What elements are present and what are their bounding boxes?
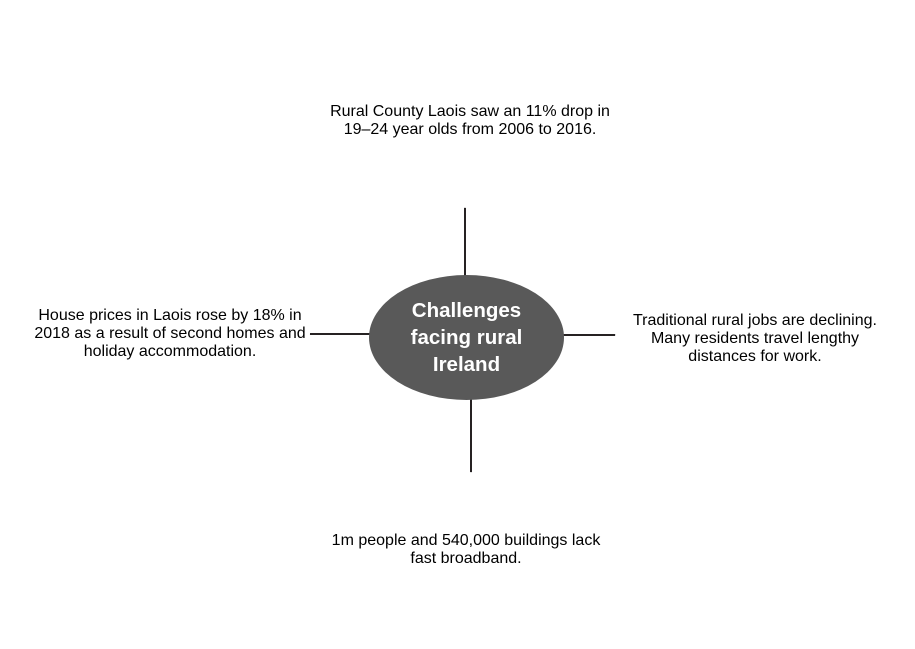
connector-left bbox=[308, 333, 371, 335]
connector-bottom bbox=[470, 398, 472, 474]
node-house-prices-text: House prices in Laois rose by 18% in 201… bbox=[34, 306, 306, 360]
connector-right bbox=[562, 334, 617, 336]
node-broadband: 1m people and 540,000 buildings lack fas… bbox=[324, 472, 608, 628]
node-declining-jobs-text: Traditional rural jobs are declining. Ma… bbox=[633, 312, 877, 365]
hub-node-text: Challenges facing rural Ireland bbox=[410, 299, 523, 376]
node-population-drop-text: Rural County Laois saw an 11% drop in 19… bbox=[330, 102, 610, 138]
node-population-drop: Rural County Laois saw an 11% drop in 19… bbox=[325, 33, 615, 208]
node-house-prices: House prices in Laois rose by 18% in 201… bbox=[30, 230, 310, 437]
node-declining-jobs: Traditional rural jobs are declining. Ma… bbox=[615, 253, 895, 425]
hub-node: Challenges facing rural Ireland bbox=[369, 275, 564, 400]
node-broadband-text: 1m people and 540,000 buildings lack fas… bbox=[331, 532, 601, 567]
connector-top bbox=[464, 206, 466, 278]
